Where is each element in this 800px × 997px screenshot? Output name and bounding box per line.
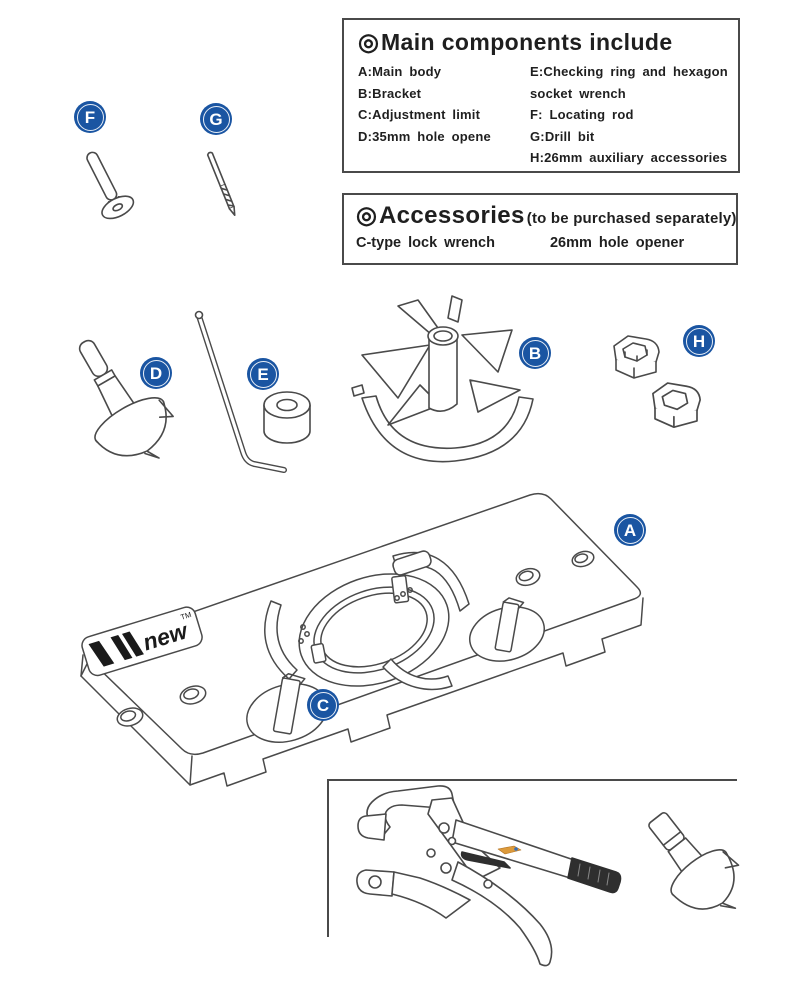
main-components-panel: ◎ Main components include A:Main body B:… (342, 18, 740, 173)
badge-ring (142, 359, 170, 387)
main-body-plate-drawing: new TM (80, 492, 644, 787)
badge-ring (616, 516, 644, 544)
accessories-title-row: ◎ Accessories (to be purchased separatel… (356, 202, 736, 230)
component-item-h: H:26mm auxiliary accessories (530, 150, 728, 166)
hole-opener-26mm-drawing (648, 812, 740, 910)
accessories-illustration-box (327, 779, 737, 937)
badge-ring (202, 105, 230, 133)
main-components-title-row: ◎ Main components include (358, 29, 730, 55)
badge-b: B (519, 337, 551, 369)
badge-d: D (140, 357, 172, 389)
components-column-left: A:Main body B:Bracket C:Adjustment limit… (358, 61, 530, 169)
component-item-a: A:Main body (358, 64, 442, 80)
badge-g: G (200, 103, 232, 135)
badge-letter: H (692, 331, 706, 351)
badge-letter: A (623, 520, 637, 540)
double-circle-icon: ◎ (356, 202, 377, 229)
purchase-note: (to be purchased separately) (526, 210, 737, 227)
badge-c: C (307, 689, 339, 721)
brand-trademark: TM (179, 610, 192, 622)
component-item-b: B:Bracket (358, 85, 422, 101)
badge-letter: G (209, 109, 223, 129)
badge-ring (309, 691, 337, 719)
badge-letter: C (316, 695, 330, 715)
components-column-right: E:Checking ring and hexagon socket wrenc… (530, 61, 730, 169)
double-circle-icon: ◎ (358, 29, 379, 56)
accessories-title: Accessories (378, 202, 525, 229)
badge-e: E (247, 358, 279, 390)
bracket-drawing (351, 295, 534, 463)
component-item-f: F: Locating rod (530, 107, 634, 123)
badge-ring (685, 327, 713, 355)
badge-ring (249, 360, 277, 388)
badge-letter: D (149, 363, 163, 383)
brand-logo: new TM (81, 606, 203, 677)
lock-wrench-drawing (356, 785, 622, 967)
component-item-c: C:Adjustment limit (358, 107, 481, 123)
accessories-panel: ◎ Accessories (to be purchased separatel… (342, 193, 738, 265)
hex-adapter-drawing (613, 335, 701, 429)
component-item-e: E:Checking ring and hexagon (530, 64, 728, 80)
locating-rod-drawing (86, 151, 135, 220)
badge-ring (76, 103, 104, 131)
badge-f: F (74, 101, 106, 133)
hole-opener-35mm-drawing (78, 339, 174, 459)
accessory-item-lock-wrench: C-type lock wrench (356, 234, 495, 251)
badge-letter: E (257, 364, 269, 384)
main-components-title: Main components include (380, 29, 673, 55)
badge-h: H (683, 325, 715, 357)
accessory-item-hole-opener: 26mm hole opener (549, 234, 685, 251)
checking-ring-drawing (263, 391, 311, 444)
hex-key-drawing (194, 310, 287, 473)
badge-letter: F (84, 107, 96, 127)
drill-bit-drawing (206, 151, 236, 216)
component-item-d: D:35mm hole opene (358, 128, 491, 144)
component-item-g: G:Drill bit (530, 128, 595, 144)
badge-letter: B (528, 343, 542, 363)
accessories-items: C-type lock wrench 26mm hole opener (356, 235, 730, 251)
badge-a: A (614, 514, 646, 546)
badge-ring (521, 339, 549, 367)
main-components-columns: A:Main body B:Bracket C:Adjustment limit… (358, 61, 730, 169)
component-item-e-wrap: socket wrench (530, 85, 626, 101)
